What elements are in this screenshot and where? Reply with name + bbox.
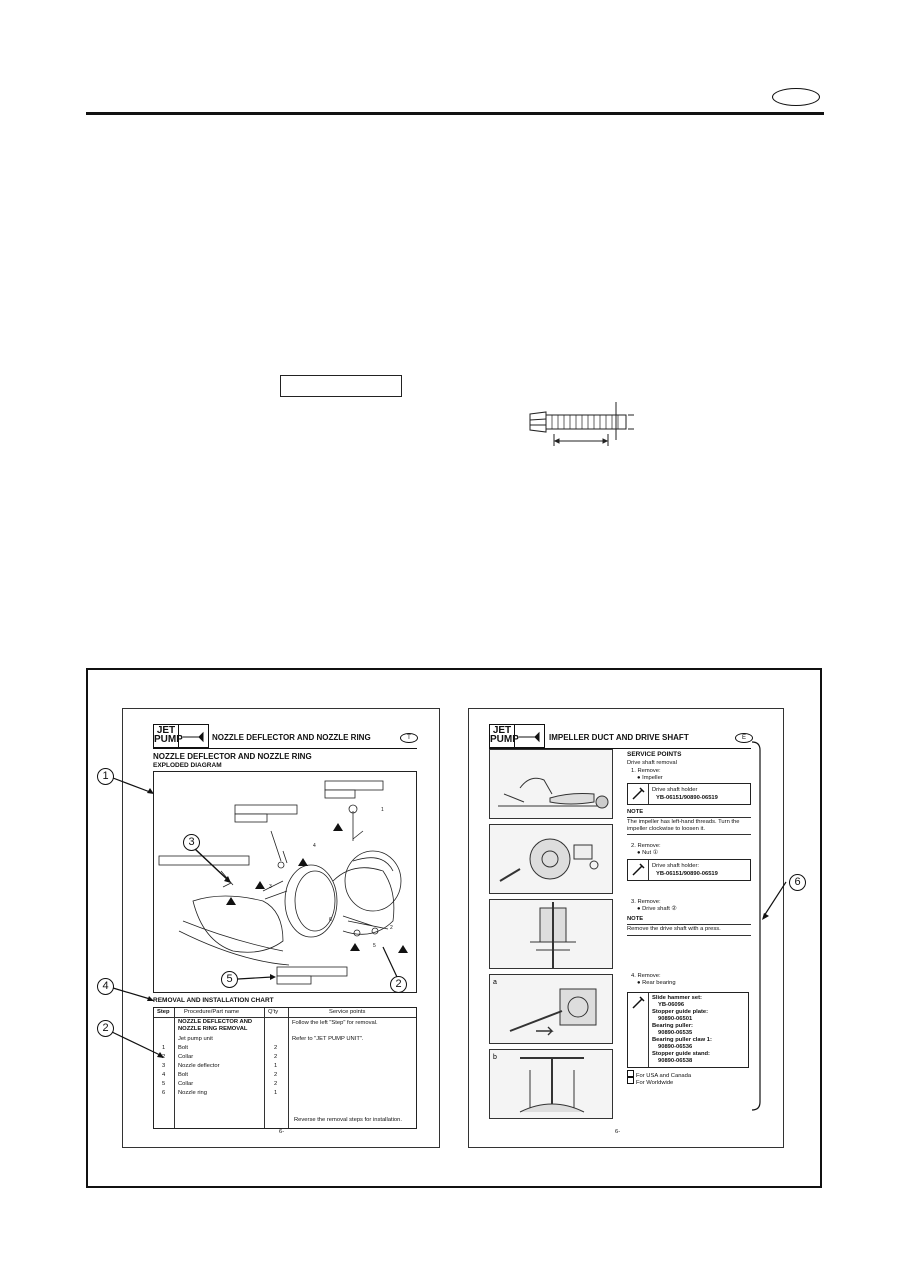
exploded-diagram: 1 2 3 4 5 6 bbox=[153, 771, 417, 993]
photo-nut-removal bbox=[489, 824, 613, 894]
table-col-divider bbox=[288, 1008, 289, 1128]
table-section-title: NOZZLE DEFLECTOR AND NOZZLE RING REMOVAL bbox=[178, 1019, 253, 1032]
note-rule bbox=[627, 817, 751, 818]
left-page-header-title: NOZZLE DEFLECTOR AND NOZZLE RING bbox=[212, 733, 371, 742]
table-row: 3 Nozzle deflector 1 bbox=[162, 1063, 278, 1069]
table-row: 4 Bolt 2 bbox=[162, 1072, 278, 1078]
table-footer-note: Reverse the removal steps for installati… bbox=[294, 1117, 402, 1123]
table-header-qty: Q'ty bbox=[268, 1009, 279, 1015]
service-points-title: SERVICE POINTS bbox=[627, 751, 682, 758]
chart-title: REMOVAL AND INSTALLATION CHART bbox=[153, 997, 274, 1004]
wrench-icon bbox=[632, 787, 645, 800]
left-title: NOZZLE DEFLECTOR AND NOZZLE RING bbox=[153, 752, 312, 761]
svg-text:1: 1 bbox=[381, 807, 384, 813]
table-row: 2 Collar 2 bbox=[162, 1054, 278, 1060]
table-row: 5 Collar 2 bbox=[162, 1081, 278, 1087]
step-1-item: ● Impeller bbox=[637, 775, 663, 781]
step-1: 1. Remove: bbox=[631, 768, 661, 774]
legend-a: For USA and Canada bbox=[627, 1070, 691, 1080]
svg-text:5: 5 bbox=[373, 943, 376, 949]
left-subtitle: EXPLODED DIAGRAM bbox=[153, 762, 222, 769]
svg-text:3: 3 bbox=[269, 884, 272, 890]
callout-4: 4 bbox=[97, 978, 114, 995]
table-row: 1 Bolt 2 bbox=[162, 1045, 278, 1051]
tool-box-3: Slide hammer set: YB-06096 Stopper guide… bbox=[627, 992, 749, 1068]
right-page-number: 6- bbox=[615, 1129, 621, 1135]
step-2: 2. Remove: bbox=[631, 843, 661, 849]
preview-frame bbox=[86, 668, 822, 1188]
photo-bearing-puller: b bbox=[489, 1049, 613, 1119]
wrench-icon bbox=[632, 863, 645, 876]
diagram-leader-5 bbox=[238, 974, 276, 980]
right-lang-tag: E bbox=[735, 733, 753, 743]
blank-label-box bbox=[280, 375, 402, 397]
svg-text:4: 4 bbox=[313, 843, 316, 849]
photo-impeller-removal bbox=[489, 749, 613, 819]
note-1-text: The impeller has left-hand threads. Turn… bbox=[627, 819, 740, 832]
table-col-divider bbox=[264, 1008, 265, 1128]
step-2-item: ● Nut ① bbox=[637, 850, 658, 856]
callout-1-leader bbox=[112, 777, 154, 794]
drive-shaft-removal: Drive shaft removal bbox=[627, 760, 677, 766]
header-rule bbox=[86, 112, 824, 115]
table-row: Jet pump unit Refer to "JET PUMP UNIT". bbox=[178, 1036, 364, 1042]
diagram-leader-3 bbox=[194, 848, 231, 883]
table-header-part: Procedure/Part name bbox=[184, 1009, 240, 1015]
step-4: 4. Remove: bbox=[631, 973, 661, 979]
note-rule bbox=[627, 834, 751, 835]
wrench-icon bbox=[632, 996, 645, 1009]
callout-6-bracket bbox=[751, 741, 787, 1111]
note-rule bbox=[627, 935, 751, 936]
left-lang-tag: T bbox=[400, 733, 418, 743]
table-row: 6 Nozzle ring 1 bbox=[162, 1090, 278, 1096]
note-2-text: Remove the drive shaft with a press. bbox=[627, 926, 721, 932]
right-page-header-title: IMPELLER DUCT AND DRIVE SHAFT bbox=[549, 733, 689, 742]
table-col-divider bbox=[174, 1008, 175, 1128]
svg-text:b: b bbox=[493, 1054, 497, 1061]
photo-drive-shaft-press bbox=[489, 899, 613, 969]
svg-text:2: 2 bbox=[390, 925, 393, 931]
step-3: 3. Remove: bbox=[631, 899, 661, 905]
table-first-note: Follow the left "Step" for removal. bbox=[292, 1020, 378, 1026]
bolt-dimension-icon bbox=[529, 402, 634, 446]
photo-rear-bearing: a bbox=[489, 974, 613, 1044]
svg-text:a: a bbox=[493, 979, 497, 986]
left-page-number: 6- bbox=[279, 1129, 285, 1135]
callout-1: 1 bbox=[97, 768, 114, 785]
diagram-callout-2: 2 bbox=[390, 976, 407, 993]
pump-icon bbox=[179, 724, 209, 748]
tool-box-1: Drive shaft holder YB-06151/90890-06519 bbox=[627, 783, 751, 805]
callout-6: 6 bbox=[789, 874, 806, 891]
note-1-label: NOTE bbox=[627, 809, 644, 815]
tool-box-2: Drive shaft holder: YB-06151/90890-06519 bbox=[627, 859, 751, 881]
removal-chart-table: Step Procedure/Part name Q'ty Service po… bbox=[153, 1007, 417, 1129]
callout-4-leader bbox=[112, 987, 154, 1001]
diagram-callout-5: 5 bbox=[221, 971, 238, 988]
note-rule bbox=[627, 924, 751, 925]
callout-2: 2 bbox=[97, 1020, 114, 1037]
pump-icon bbox=[515, 724, 545, 748]
language-oval bbox=[772, 88, 820, 106]
legend-b: For Worldwide bbox=[627, 1077, 673, 1087]
callout-2-leader bbox=[111, 1031, 164, 1058]
note-2-label: NOTE bbox=[627, 916, 644, 922]
left-header-rule bbox=[153, 748, 417, 749]
step-4-item: ● Rear bearing bbox=[637, 980, 676, 986]
table-header-rule bbox=[154, 1017, 416, 1018]
table-header-service: Service points bbox=[329, 1009, 366, 1015]
svg-text:6: 6 bbox=[329, 917, 332, 923]
table-header-step: Step bbox=[157, 1009, 170, 1015]
diagram-callout-3: 3 bbox=[183, 834, 200, 851]
step-3-item: ● Drive shaft ② bbox=[637, 906, 677, 912]
right-header-rule bbox=[489, 748, 751, 749]
diagram-leader-2 bbox=[382, 946, 398, 978]
